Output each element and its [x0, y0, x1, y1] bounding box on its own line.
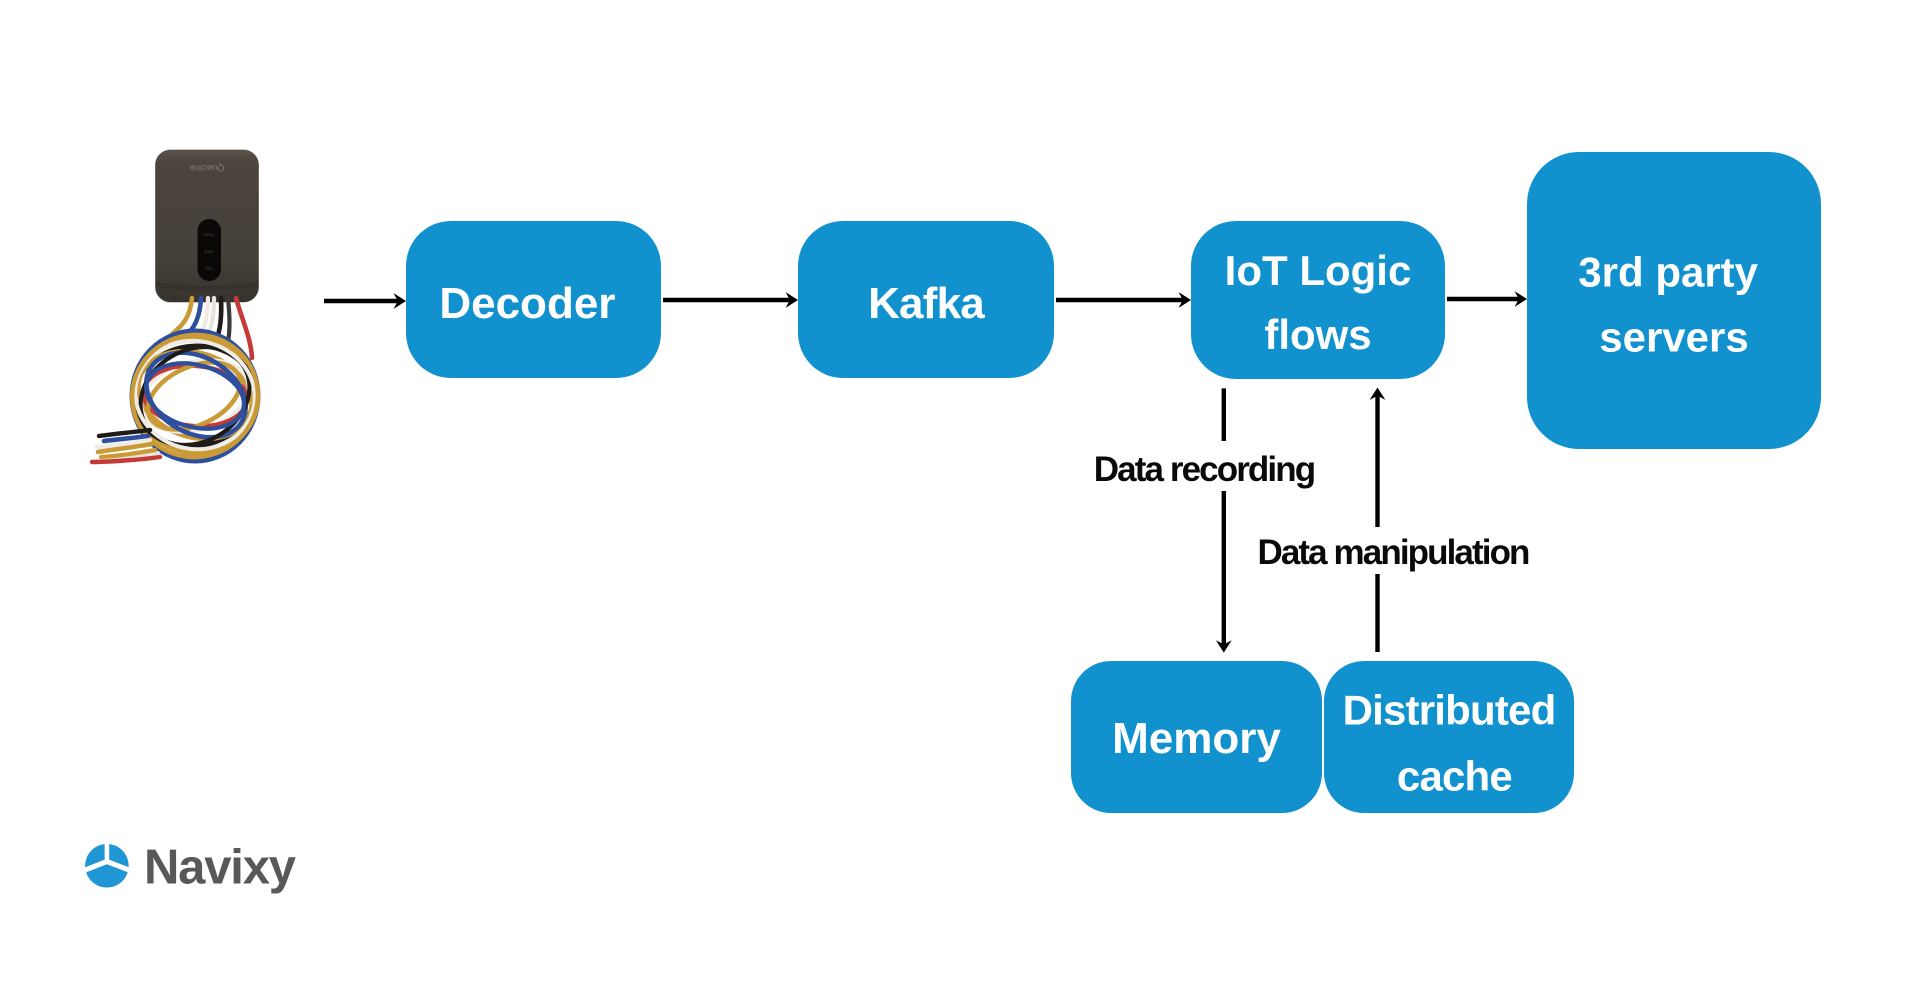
svg-text:PWR: PWR	[203, 232, 214, 237]
svg-text:Navixy: Navixy	[144, 840, 296, 894]
svg-text:CEL: CEL	[204, 266, 213, 271]
svg-text:Queclink: Queclink	[189, 163, 225, 173]
svg-text:GPS: GPS	[204, 249, 214, 254]
